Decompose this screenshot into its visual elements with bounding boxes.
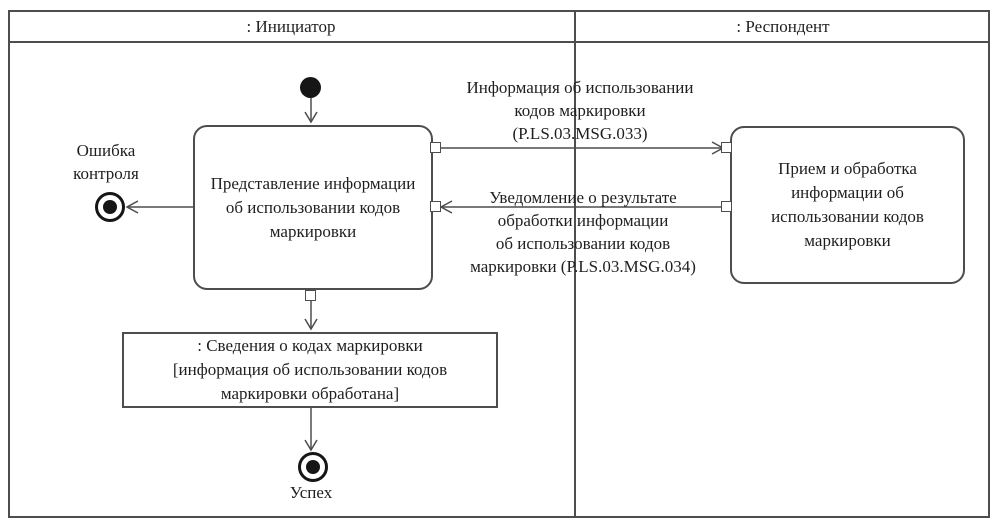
message-response-line2: обработки информации: [497, 211, 669, 230]
lane-header-respondent: : Респондент: [736, 17, 830, 36]
lane-header-initiator: : Инициатор: [246, 17, 336, 36]
error-final-label: Ошибка контроля: [73, 141, 139, 183]
activity-initiator[interactable]: Представление информации об использовани…: [193, 125, 433, 290]
port-initiator-out: [430, 142, 441, 153]
port-initiator-bottom: [305, 290, 316, 301]
message-response-line3: об использовании кодов: [495, 234, 671, 253]
error-final-node-core: [103, 200, 117, 214]
success-final-node-core: [306, 460, 320, 474]
success-final-label: Успех: [289, 483, 333, 502]
message-request-line3: (P.LS.03.MSG.033): [512, 124, 648, 143]
activity-respondent-label: Прием и обработка информации об использо…: [771, 159, 924, 250]
port-initiator-in: [430, 201, 441, 212]
port-respondent-out: [721, 201, 732, 212]
message-response-line1: Уведомление о результате: [489, 188, 677, 207]
object-node-line3: маркировки обработана]: [220, 384, 400, 403]
initial-node: [300, 77, 321, 98]
activity-respondent[interactable]: Прием и обработка информации об использо…: [730, 126, 965, 284]
object-node-line2: [информация об использовании кодов: [172, 360, 448, 379]
activity-initiator-label: Представление информации об использовани…: [210, 173, 416, 241]
error-final-node: [95, 192, 125, 222]
lane-header-separator: [8, 41, 990, 43]
lane-divider: [574, 10, 576, 518]
message-response-line4: маркировки (P.LS.03.MSG.034): [470, 257, 696, 276]
object-node-svedeniya[interactable]: : Сведения о кодах маркировки [информаци…: [122, 332, 498, 408]
message-request-line1: Информация об использовании: [466, 78, 694, 97]
message-response-label: Уведомление о результате обработки инфор…: [426, 186, 740, 278]
success-final-node: [298, 452, 328, 482]
message-request-label: Информация об использовании кодов маркир…: [430, 76, 730, 145]
message-request-line2: кодов маркировки: [514, 101, 646, 120]
object-node-line1: : Сведения о кодах маркировки: [197, 336, 423, 355]
diagram-frame: [8, 10, 990, 518]
port-respondent-in: [721, 142, 732, 153]
